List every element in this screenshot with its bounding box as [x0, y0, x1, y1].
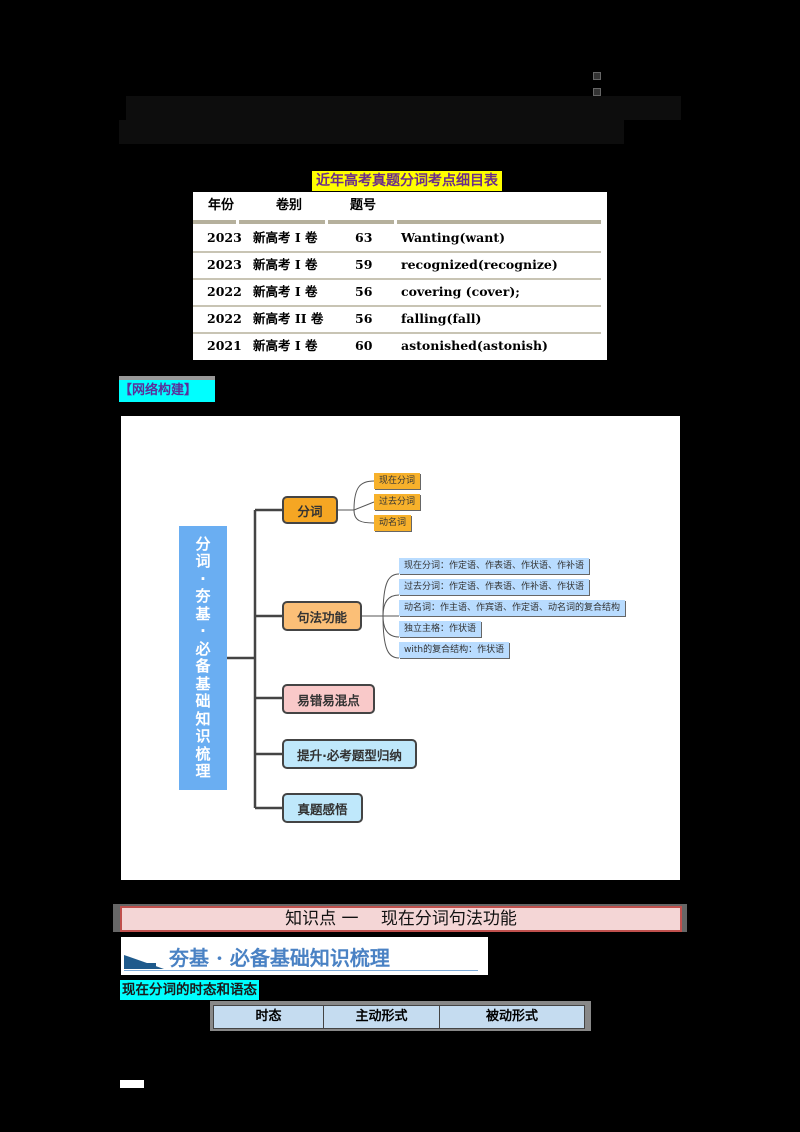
column-header: 年份 — [208, 198, 235, 213]
page-marker — [120, 1080, 144, 1088]
year-cell: 2022 — [207, 284, 242, 299]
exam-table-title: 近年高考真题分词考点细目表 — [312, 171, 502, 191]
question-cell: 60 — [355, 338, 373, 353]
subsection-label: 现在分词的时态和语态 — [120, 980, 259, 1000]
answer-cell: covering (cover); — [401, 284, 520, 299]
table-header: 年份 卷别 题号 — [193, 192, 607, 220]
paper-cell: 新高考 I 卷 — [253, 338, 318, 353]
knowledge-point-banner: 知识点 一 现在分词句法功能 — [113, 904, 687, 932]
marker-dot — [593, 72, 601, 80]
answer-cell: astonished(astonish) — [401, 338, 548, 353]
mindmap-connectors — [227, 480, 400, 810]
mindmap-leaf: 现在分词 — [374, 473, 421, 489]
question-cell: 59 — [355, 257, 373, 272]
mindmap-leaf: 独立主格：作状语 — [399, 621, 482, 637]
year-cell: 2022 — [207, 311, 242, 326]
mindmap-root: 分词· 夯基· 必备基 础知识 梳理 — [179, 526, 227, 790]
label-top-strip — [119, 376, 215, 380]
answer-cell: falling(fall) — [401, 311, 482, 326]
heading-triangle-icon — [124, 955, 164, 969]
column-header: 题号 — [350, 198, 377, 213]
section-heading-title: 夯基 · 必备基础知识梳理 — [169, 946, 390, 970]
tense-voice-table: 时态 主动形式 被动形式 — [210, 1001, 591, 1031]
knowledge-point-title: 知识点 一 现在分词句法功能 — [120, 906, 682, 932]
column-header: 主动形式 — [324, 1006, 440, 1028]
mindmap-node-common-errors: 易错易混点 — [282, 684, 375, 714]
mindmap-node-real-exam: 真题感悟 — [282, 793, 363, 823]
marker-dot — [593, 88, 601, 96]
paper-cell: 新高考 I 卷 — [253, 257, 318, 272]
column-header: 时态 — [214, 1006, 324, 1028]
question-cell: 63 — [355, 230, 373, 245]
mindmap-node-question-types: 提升·必考题型归纳 — [282, 739, 417, 769]
redacted-title-line-2 — [119, 120, 624, 144]
paper-cell: 新高考 I 卷 — [253, 284, 318, 299]
year-cell: 2023 — [207, 257, 242, 272]
question-cell: 56 — [355, 284, 373, 299]
mindmap-node-participle: 分词 — [282, 496, 338, 524]
paper-cell: 新高考 II 卷 — [253, 311, 324, 326]
mindmap-leaf: 过去分词 — [374, 494, 421, 510]
mindmap-node-syntax-function: 句法功能 — [282, 601, 362, 631]
heading-underline — [124, 970, 478, 971]
mindmap-leaf: 现在分词：作定语、作表语、作状语、作补语 — [399, 558, 590, 574]
table-header-row: 时态 主动形式 被动形式 — [213, 1005, 585, 1029]
mindmap-leaf: with的复合结构：作状语 — [399, 642, 510, 658]
mindmap-leaf: 过去分词：作定语、作表语、作补语、作状语 — [399, 579, 590, 595]
network-section-label: 【网络构建】 — [119, 380, 215, 402]
paper-cell: 新高考 I 卷 — [253, 230, 318, 245]
table-row: 2022 新高考 II 卷 56 falling(fall) — [193, 306, 607, 332]
table-row: 2023 新高考 I 卷 63 Wanting(want) — [193, 225, 607, 251]
table-row: 2021 新高考 I 卷 60 astonished(astonish) — [193, 333, 607, 359]
question-cell: 56 — [355, 311, 373, 326]
year-cell: 2023 — [207, 230, 242, 245]
exam-table: 年份 卷别 题号 2023 新高考 I 卷 63 Wanting(want) 2… — [193, 192, 607, 360]
mindmap-diagram: 分词· 夯基· 必备基 础知识 梳理 分词 现在分词 过去分词 动名词 句法功能… — [121, 416, 680, 880]
table-row: 2023 新高考 I 卷 59 recognized(recognize) — [193, 252, 607, 278]
mindmap-leaf: 动名词：作主语、作宾语、作定语、动名词的复合结构 — [399, 600, 626, 616]
answer-cell: recognized(recognize) — [401, 257, 558, 272]
table-row: 2022 新高考 I 卷 56 covering (cover); — [193, 279, 607, 305]
mindmap-leaf: 动名词 — [374, 515, 412, 531]
column-header: 卷别 — [276, 198, 303, 213]
redacted-title-line-1 — [126, 96, 681, 120]
answer-cell: Wanting(want) — [401, 230, 506, 245]
column-header: 被动形式 — [485, 1009, 538, 1024]
section-heading: 夯基 · 必备基础知识梳理 — [121, 937, 488, 975]
year-cell: 2021 — [207, 338, 242, 353]
